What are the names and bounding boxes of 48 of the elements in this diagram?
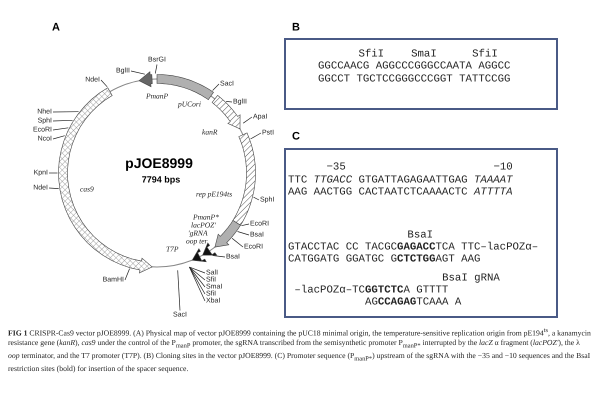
- site-label: SfiI: [472, 50, 498, 60]
- leader-line: [241, 224, 250, 226]
- sequence-line: GGCCAACG AGGCCCGGGCCAATA AGGCC: [318, 62, 510, 72]
- sequence-line: AAG AACTGG CACTAATCTCAAAACTC ATTTTA: [288, 188, 512, 198]
- leader-line: [250, 132, 262, 140]
- leader-line: [124, 268, 130, 280]
- panel-letter: A: [52, 22, 60, 34]
- plasmid-size: 7794 bps: [142, 176, 180, 184]
- leader-line: [189, 266, 206, 288]
- panel-letter: B: [292, 22, 300, 34]
- leader-line: [253, 196, 260, 200]
- sequence-line: TTC TTGACC GTGATTAGAGAATTGAG TAAAAT: [288, 176, 512, 186]
- site-label: BsaI: [407, 230, 434, 242]
- leader-line: [177, 270, 180, 311]
- leader-line: [242, 116, 252, 124]
- gene-label: gRNA: [474, 274, 500, 284]
- leader-line: [52, 127, 69, 130]
- leader-line: [189, 266, 206, 294]
- sequence-panel: [284, 38, 558, 110]
- leader-line: [189, 266, 206, 302]
- sequence-line: AGCCAGAGTCAAA A: [365, 298, 462, 308]
- leader-line: [130, 70, 146, 75]
- sequence-line: GGCCT TGCTCCGGGCCCGGT TATTCCGG: [318, 74, 510, 86]
- sequence-line: GTACCTAC CC TACGCGAGACCTCA TTC–lacPOZα–: [288, 242, 538, 254]
- leader-line: [226, 101, 232, 102]
- leader-line: [52, 111, 79, 112]
- leader-line: [154, 64, 158, 74]
- sequence-panel: [284, 148, 558, 318]
- plasmid-name: pJOE8999: [125, 156, 193, 170]
- leader-line: [212, 84, 220, 91]
- leader-line: [52, 120, 73, 122]
- leader-line: [232, 238, 244, 248]
- leader-line: [48, 188, 60, 189]
- panel-letter: C: [292, 132, 300, 142]
- leader-line: [189, 266, 206, 280]
- position-label: −10: [493, 162, 513, 174]
- site-label: BsaI: [442, 274, 468, 284]
- leader-line: [237, 231, 250, 236]
- leader-line: [100, 80, 108, 88]
- sequence-line: CATGGATG GGATGC GCTCTGGAGT AAG: [288, 254, 480, 266]
- leader-line: [48, 172, 58, 174]
- site-label: SmaI: [411, 50, 437, 60]
- leader-line: [52, 135, 66, 140]
- leader-line: [212, 255, 226, 258]
- position-label: −35: [326, 162, 346, 174]
- site-label: SfiI: [358, 50, 384, 60]
- leader-line: [189, 266, 206, 274]
- sequence-line: –lacPOZα–TCGGTCTCA GTTTT: [294, 286, 448, 296]
